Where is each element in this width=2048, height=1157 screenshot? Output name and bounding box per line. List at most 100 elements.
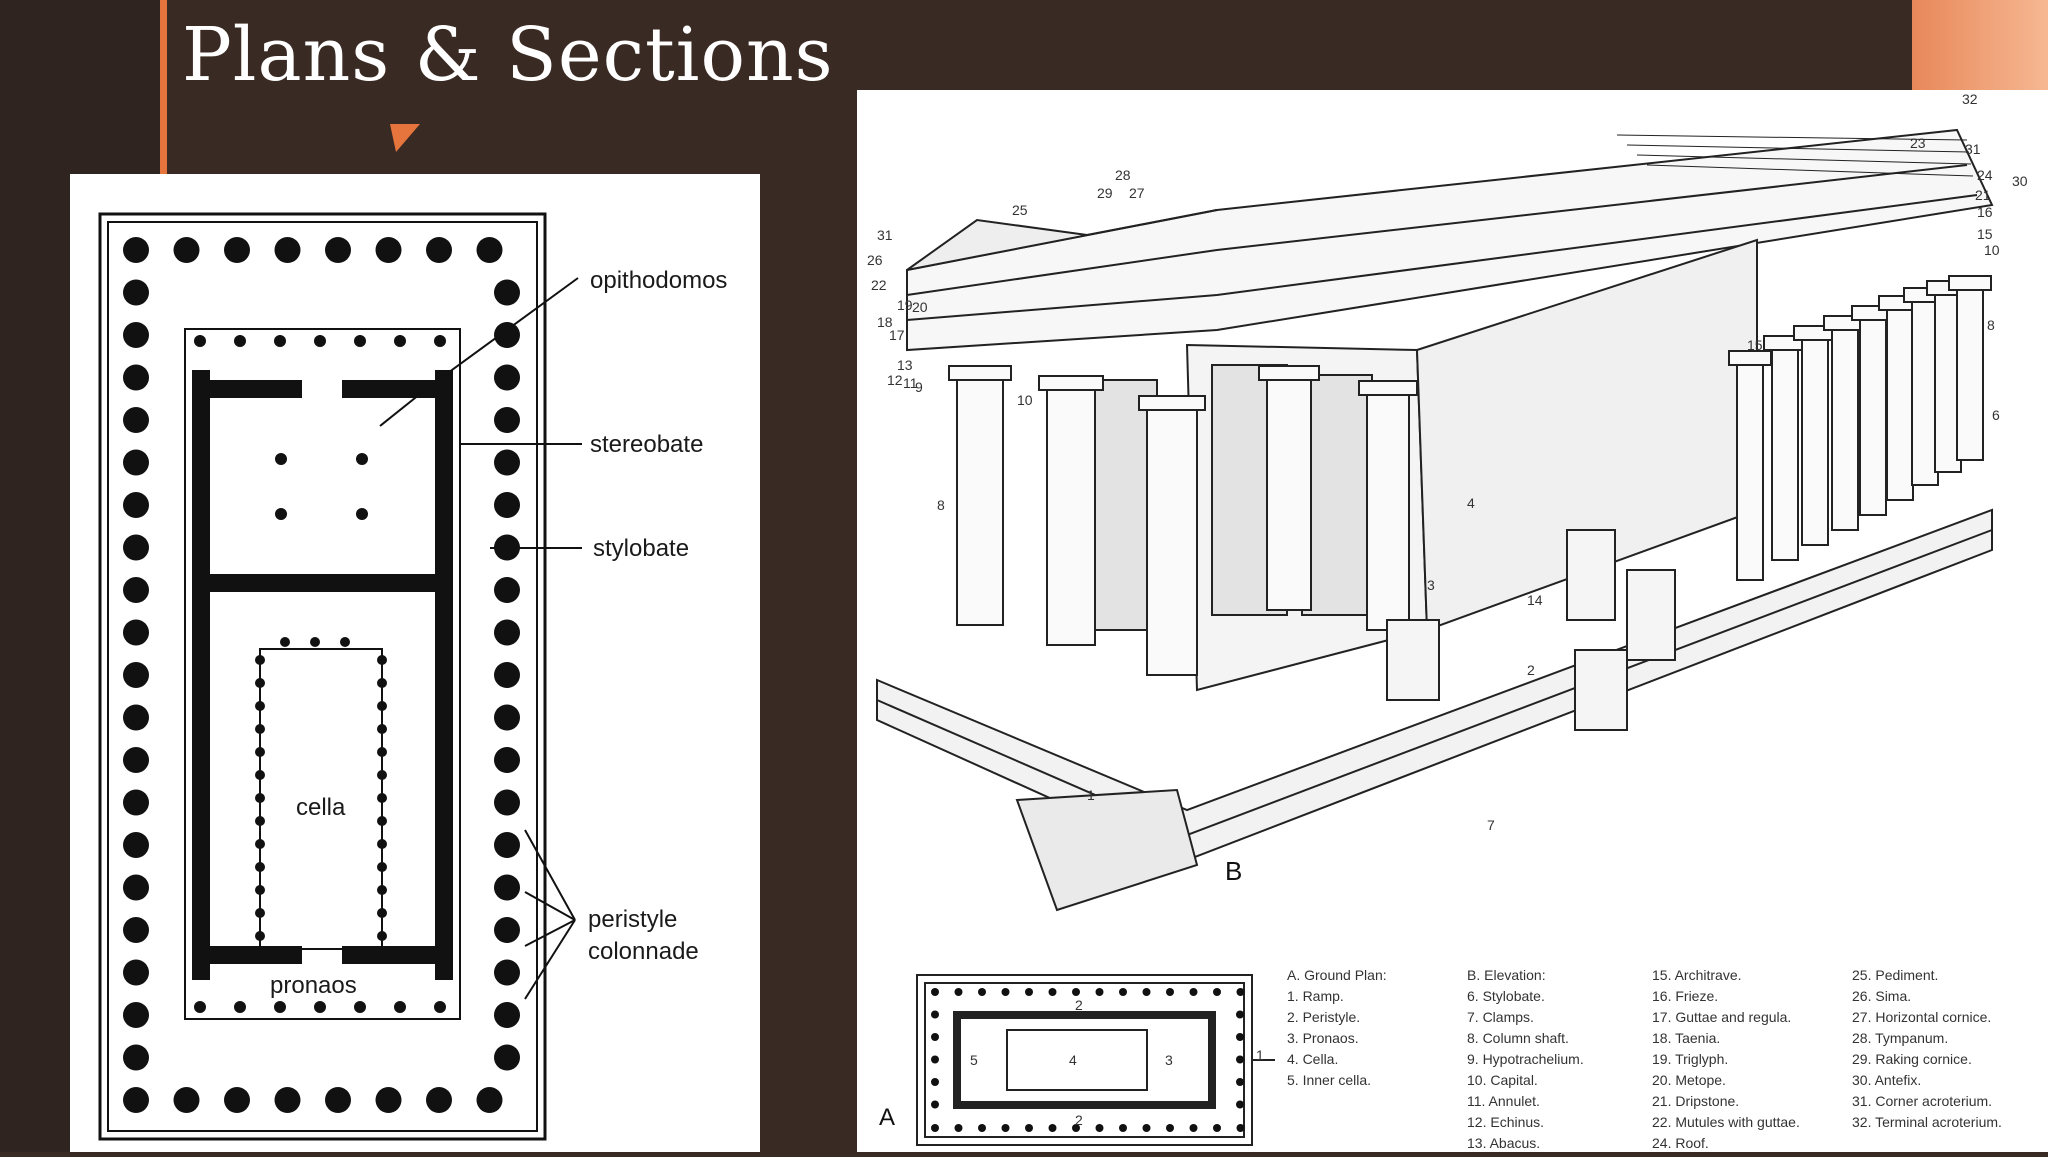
column-dot <box>123 237 149 263</box>
svg-text:2: 2 <box>1075 997 1083 1013</box>
column-dot <box>377 931 387 941</box>
column-dot <box>1236 1010 1244 1019</box>
svg-text:2: 2 <box>1075 1112 1083 1128</box>
legend-entry: 16. Frieze. <box>1652 988 1718 1004</box>
column-dot <box>494 492 520 518</box>
column-dot <box>377 655 387 665</box>
column-dot <box>255 724 265 734</box>
svg-text:8: 8 <box>1987 317 1995 333</box>
svg-text:1: 1 <box>1256 1047 1264 1063</box>
column-dot <box>1095 988 1104 996</box>
label-stereobate: stereobate <box>590 431 703 458</box>
column-shaft <box>1266 379 1312 611</box>
svg-text:20: 20 <box>912 299 928 315</box>
column-dot <box>1142 1124 1151 1132</box>
label-colonnade: colonnade <box>588 938 699 965</box>
peristyle-columns <box>123 237 520 1113</box>
column-shaft <box>1956 289 1984 461</box>
column-dot <box>1119 1124 1127 1132</box>
legend-entry: 30. Antefix. <box>1852 1072 1921 1088</box>
column-dot <box>1236 1100 1244 1109</box>
svg-text:21: 21 <box>1975 187 1991 203</box>
column-dot <box>325 1087 351 1113</box>
svg-text:6: 6 <box>1992 407 2000 423</box>
column-dot <box>377 816 387 826</box>
label-peristyle: peristyle <box>588 906 677 933</box>
legend-entry: 10. Capital. <box>1467 1072 1538 1088</box>
legend-entry: 31. Corner acroterium. <box>1852 1093 1992 1109</box>
legend-entry: 26. Sima. <box>1852 988 1911 1004</box>
column-dot <box>123 917 149 943</box>
column-dot <box>476 1087 503 1113</box>
slide-title: Plans & Sections <box>182 12 834 98</box>
column-dot <box>123 577 149 603</box>
column-dot <box>931 1033 939 1041</box>
svg-text:13: 13 <box>897 357 913 373</box>
column-shaft <box>1736 364 1764 581</box>
legend-entry: 3. Pronaos. <box>1287 1030 1359 1046</box>
column-dot <box>255 839 265 849</box>
legend-entry: 18. Taenia. <box>1652 1030 1720 1046</box>
column-dot <box>274 335 286 347</box>
svg-text:31: 31 <box>877 227 893 243</box>
column-dot <box>1166 988 1174 996</box>
column-dot <box>394 1001 406 1013</box>
column-dot <box>377 839 387 849</box>
svg-text:26: 26 <box>867 252 883 268</box>
column-dot <box>123 874 149 901</box>
column-dot <box>255 885 265 895</box>
column-capital <box>1038 375 1104 391</box>
column-dot <box>123 619 149 646</box>
column-capital <box>1728 350 1772 366</box>
column-capital <box>1258 365 1320 381</box>
svg-text:27: 27 <box>1129 185 1145 201</box>
column-dot <box>1095 1124 1104 1132</box>
column-dot <box>255 793 265 803</box>
column-dot <box>1213 1124 1221 1132</box>
column-dot <box>325 237 351 263</box>
column-dot <box>375 237 402 263</box>
svg-text:4: 4 <box>1467 495 1475 511</box>
column-dot <box>377 885 387 895</box>
column-dot <box>494 407 520 433</box>
column-dot <box>255 931 265 941</box>
legend-entry: A. Ground Plan: <box>1287 967 1387 983</box>
column-dot <box>123 1002 149 1028</box>
column-dot <box>255 908 265 918</box>
column-capital <box>1138 395 1206 411</box>
column-dot <box>394 335 406 347</box>
column-dot <box>377 747 387 757</box>
figure-label-b: B <box>1225 856 1242 886</box>
legend-entry: 12. Echinus. <box>1467 1114 1544 1130</box>
column-dot <box>123 1087 149 1113</box>
legend-entry: 29. Raking cornice. <box>1852 1051 1972 1067</box>
label-opithodomos: opithodomos <box>590 267 727 294</box>
legend-entry: 13. Abacus. <box>1467 1135 1540 1151</box>
column-dot <box>931 988 939 996</box>
column-dot <box>340 637 350 647</box>
column-dot <box>931 1100 939 1109</box>
column-dot <box>123 789 149 816</box>
svg-text:32: 32 <box>1962 91 1978 107</box>
column-dot <box>1048 1124 1057 1132</box>
column-dot <box>1119 988 1127 996</box>
column-dot <box>354 335 366 347</box>
column-dot <box>494 364 520 391</box>
column-dot <box>1213 988 1221 996</box>
column-dot <box>255 816 265 826</box>
svg-text:18: 18 <box>877 314 893 330</box>
column-dot <box>434 1001 446 1013</box>
column-dot <box>1142 988 1151 996</box>
column-dot <box>314 335 326 347</box>
column-dot <box>377 724 387 734</box>
small-ground-plan <box>916 974 1275 1146</box>
column-dot <box>1025 988 1033 996</box>
column-dot <box>123 1044 149 1071</box>
column-dot <box>274 237 301 263</box>
column-dot <box>377 793 387 803</box>
label-cella: cella <box>296 794 346 821</box>
column-dot <box>314 1001 326 1013</box>
column-dot <box>173 1087 200 1113</box>
column-dot <box>494 959 520 986</box>
